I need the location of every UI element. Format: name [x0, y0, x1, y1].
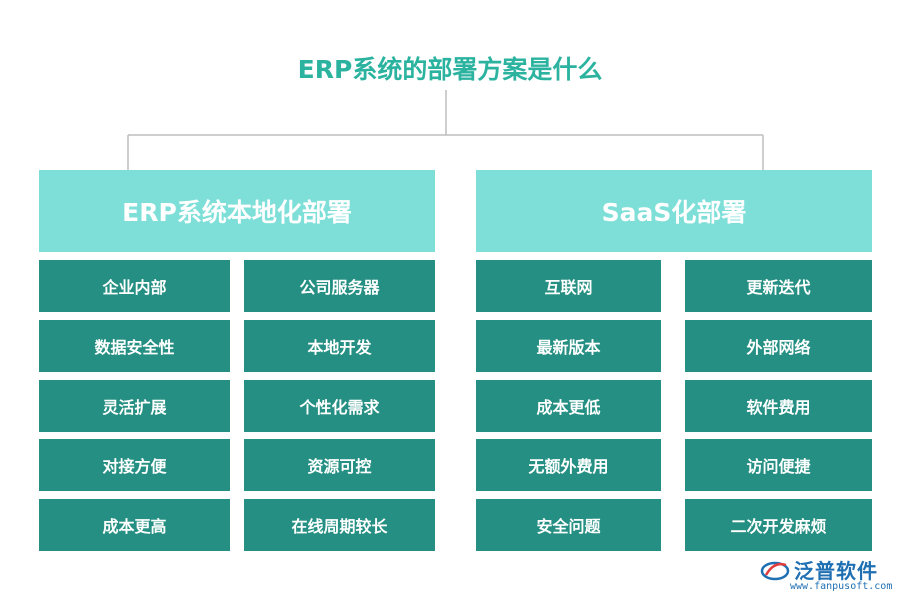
item-saas-9: 安全问题 — [476, 499, 661, 551]
item-saas-4: 外部网络 — [685, 320, 872, 372]
item-saas-6: 软件费用 — [685, 380, 872, 432]
item-saas-3: 最新版本 — [476, 320, 661, 372]
item-local-3: 数据安全性 — [39, 320, 230, 372]
item-local-5: 灵活扩展 — [39, 380, 230, 432]
diagram-title: ERP系统的部署方案是什么 — [297, 55, 603, 84]
item-local-10: 在线周期较长 — [244, 499, 435, 551]
item-saas-5: 成本更低 — [476, 380, 661, 432]
logo-url: www.fanpusoft.com — [790, 581, 893, 592]
branch-header-local: ERP系统本地化部署 — [39, 170, 435, 252]
logo-mark-icon — [760, 561, 790, 581]
item-local-2: 公司服务器 — [244, 260, 435, 312]
item-saas-8: 访问便捷 — [685, 439, 872, 491]
item-saas-1: 互联网 — [476, 260, 661, 312]
item-saas-2: 更新迭代 — [685, 260, 872, 312]
branch-header-saas: SaaS化部署 — [476, 170, 872, 252]
item-local-4: 本地开发 — [244, 320, 435, 372]
logo-name: 泛普软件 — [794, 559, 878, 583]
item-local-6: 个性化需求 — [244, 380, 435, 432]
item-local-1: 企业内部 — [39, 260, 230, 312]
brand-logo: 泛普软件 www.fanpusoft.com — [760, 553, 895, 597]
item-saas-10: 二次开发麻烦 — [685, 499, 872, 551]
item-local-9: 成本更高 — [39, 499, 230, 551]
item-saas-7: 无额外费用 — [476, 439, 661, 491]
item-local-7: 对接方便 — [39, 439, 230, 491]
item-local-8: 资源可控 — [244, 439, 435, 491]
